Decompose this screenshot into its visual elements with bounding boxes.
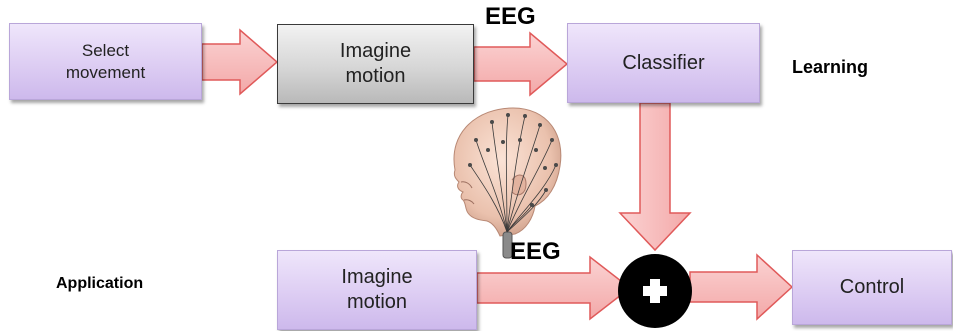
imagine-motion-learning-label: Imagine motion <box>340 39 411 89</box>
arrow-combiner-to-control <box>690 255 792 319</box>
arrow-imagine-to-combiner <box>477 257 630 319</box>
imagine-motion-application-label: Imagine motion <box>341 265 412 315</box>
eeg-label-learning: EEG <box>485 3 536 31</box>
imagine-motion-application-box: Imagine motion <box>277 250 477 330</box>
control-label: Control <box>840 275 904 300</box>
arrow-classifier-to-combiner <box>620 103 690 250</box>
arrow-imagine-to-classifier <box>474 33 567 95</box>
select-movement-label: Select movement <box>66 40 145 83</box>
eeg-head-icon <box>454 108 561 258</box>
imagine-motion-learning-box: Imagine motion <box>277 24 474 104</box>
application-phase-label: Application <box>56 275 143 293</box>
classifier-box: Classifier <box>567 23 760 103</box>
classifier-label: Classifier <box>622 51 704 76</box>
eeg-label-application: EEG <box>510 238 561 266</box>
learning-phase-label: Learning <box>792 57 868 78</box>
arrow-select-to-imagine <box>202 30 277 94</box>
select-movement-box: Select movement <box>9 23 202 100</box>
combiner-node <box>618 254 692 328</box>
control-box: Control <box>792 250 952 325</box>
